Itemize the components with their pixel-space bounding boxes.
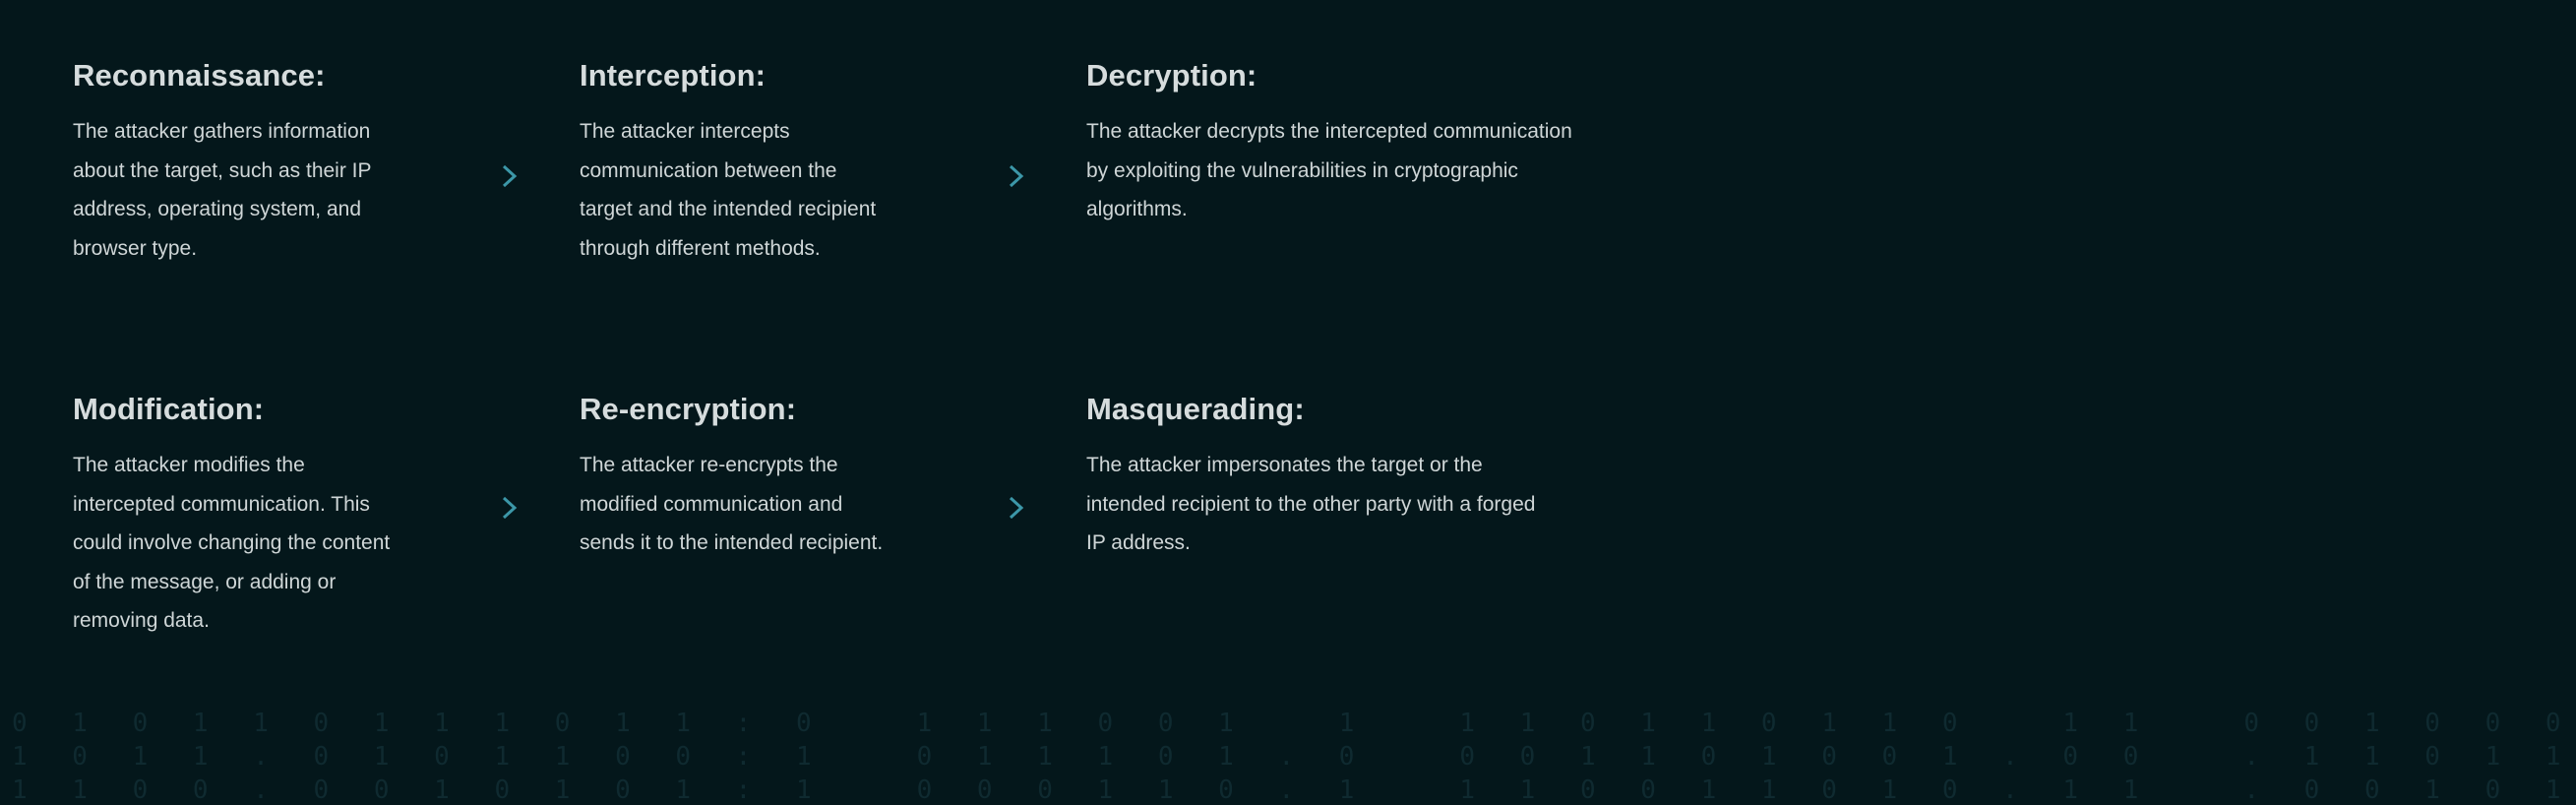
step-title: Masquerading:	[1086, 392, 1305, 426]
arrow-right-icon	[936, 496, 1024, 520]
binary-row: 1 0 1 1 . 0 1 0 1 1 0 0 : 1 0 1 1 1 0 1 …	[12, 742, 2576, 772]
step-interception: Interception: The attacker intercepts co…	[580, 60, 894, 268]
step-description: The attacker re-encrypts the modified co…	[580, 454, 884, 554]
step-description: The attacker decrypts the intercepted co…	[1086, 120, 1572, 220]
step-re-encryption: Re-encryption: The attacker re-encrypts …	[580, 394, 894, 563]
step-description: The attacker modifies the intercepted co…	[73, 454, 391, 632]
arrow-right-icon	[429, 164, 518, 188]
step-title: Decryption:	[1086, 58, 1257, 93]
step-decryption: Decryption: The attacker decrypts the in…	[1086, 60, 1578, 229]
step-title: Reconnaissance:	[73, 58, 326, 93]
attack-steps-section: Reconnaissance: The attacker gathers inf…	[0, 60, 2561, 803]
step-reconnaissance: Reconnaissance: The attacker gathers inf…	[73, 60, 398, 268]
arrow-right-icon	[936, 164, 1024, 188]
step-description: The attacker intercepts communication be…	[580, 120, 877, 260]
step-description: The attacker gathers information about t…	[73, 120, 372, 260]
binary-row: 1 1 0 0 . 0 0 1 0 1 0 1 : 1 0 0 0 1 1 0 …	[12, 775, 2576, 805]
step-description: The attacker impersonates the target or …	[1086, 454, 1536, 554]
binary-background-pattern: 0 1 0 1 1 0 1 1 1 0 1 1 : 0 1 1 1 0 0 1 …	[0, 705, 2561, 803]
step-masquerading: Masquerading: The attacker impersonates …	[1086, 394, 1539, 563]
binary-row: 0 1 0 1 1 0 1 1 1 0 1 1 : 0 1 1 1 0 0 1 …	[12, 709, 2576, 738]
step-modification: Modification: The attacker modifies the …	[73, 394, 398, 641]
arrow-right-icon	[429, 496, 518, 520]
step-title: Interception:	[580, 58, 767, 93]
step-title: Re-encryption:	[580, 392, 797, 426]
step-title: Modification:	[73, 392, 265, 426]
